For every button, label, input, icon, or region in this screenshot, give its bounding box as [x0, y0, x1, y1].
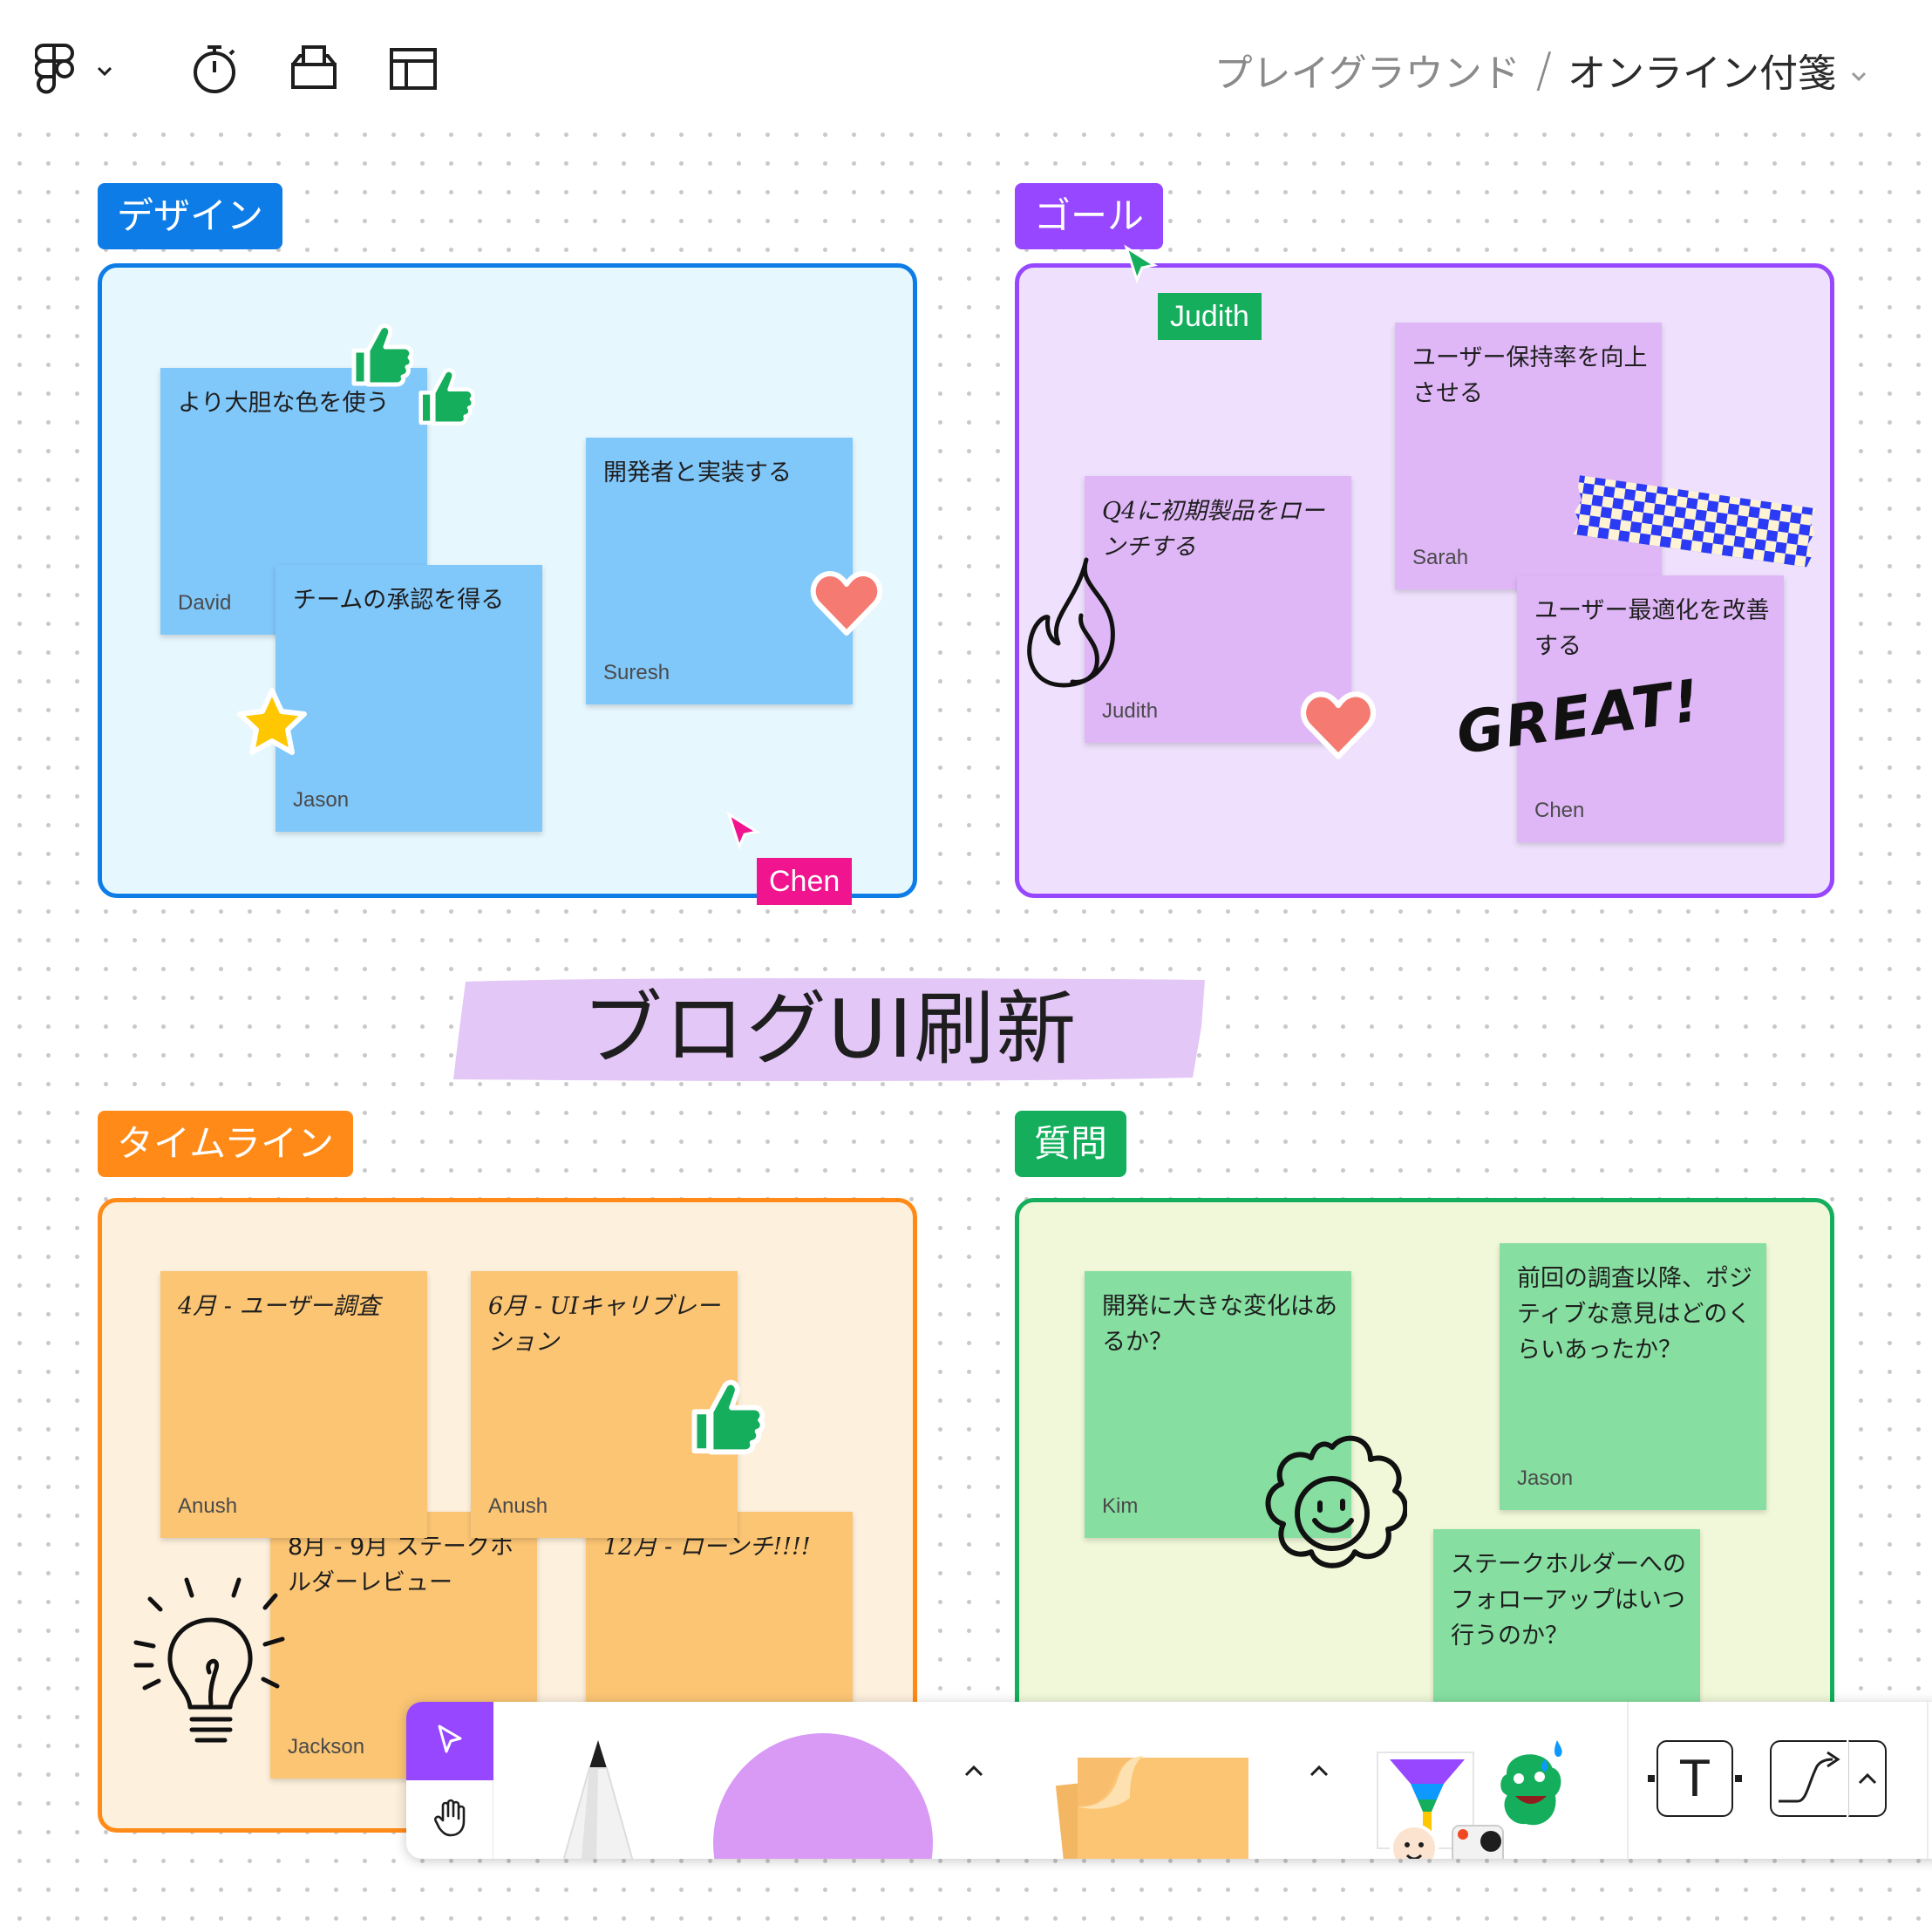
- sticky-note-author: Kim: [1102, 1494, 1139, 1518]
- cursor-arrow-icon: [1123, 244, 1158, 291]
- selection-handle-icon: [1648, 1775, 1655, 1782]
- heart-icon[interactable]: [1299, 689, 1378, 765]
- chevron-down-icon[interactable]: [96, 65, 113, 81]
- sticky-note-text: 前回の調査以降、ポジティブな意見はどのくらいあったか？: [1517, 1265, 1752, 1364]
- thumbs-up-icon[interactable]: [342, 316, 418, 396]
- sticky-note-text: ユーザー最適化を改善する: [1534, 597, 1770, 660]
- cursor-label-chen: Chen: [757, 858, 853, 905]
- file-name[interactable]: オンライン付箋: [1568, 51, 1836, 96]
- fire-icon[interactable]: [1025, 554, 1135, 697]
- text-tool-glyph: T: [1678, 1749, 1711, 1807]
- sticky-note-author: Anush: [178, 1494, 238, 1518]
- toolbar-divider: [1627, 1702, 1629, 1859]
- sticky-note-text: ユーザー保持率を向上させる: [1412, 344, 1648, 407]
- sticky-note-text: チームの承認を得る: [293, 587, 505, 614]
- figma-logo-icon[interactable]: [34, 44, 77, 98]
- sticky-note-author: Suresh: [603, 661, 670, 684]
- text-tool[interactable]: T: [1656, 1740, 1733, 1817]
- sticky-note-text: ステークホルダーへのフォローアップはいつ行うのか？: [1451, 1551, 1686, 1650]
- chevron-up-icon[interactable]: [1308, 1763, 1330, 1782]
- sticky-note[interactable]: ユーザー保持率を向上させる Sarah: [1395, 323, 1662, 589]
- navigation-tools: [406, 1702, 493, 1859]
- project-name[interactable]: プレイグラウンド: [1214, 51, 1520, 96]
- chevron-down-icon[interactable]: [1850, 48, 1867, 92]
- sticky-note-tool[interactable]: [1034, 1728, 1296, 1859]
- heart-icon[interactable]: [809, 568, 884, 642]
- select-tool[interactable]: [406, 1702, 493, 1780]
- connector-tool[interactable]: [1770, 1740, 1847, 1817]
- section-label-questions[interactable]: 質問: [1015, 1111, 1127, 1177]
- sticky-note[interactable]: 6月 - UIキャリブレーション Anush: [471, 1271, 738, 1538]
- timer-icon[interactable]: [190, 44, 239, 98]
- thumbs-up-icon[interactable]: [680, 1371, 771, 1465]
- sticky-note[interactable]: チームの承認を得る Jason: [276, 565, 542, 832]
- hand-tool[interactable]: [406, 1780, 493, 1859]
- sticky-note-text: 開発に大きな変化はあるか？: [1102, 1293, 1337, 1356]
- sticky-note-text: 6月 - UIキャリブレーション: [488, 1293, 720, 1356]
- sticky-note[interactable]: 開発に大きな変化はあるか？ Kim: [1085, 1271, 1351, 1538]
- sticky-note[interactable]: 前回の調査以降、ポジティブな意見はどのくらいあったか？ Jason: [1500, 1243, 1766, 1510]
- sticky-note-text: より大胆な色を使う: [178, 390, 390, 417]
- sticky-note-author: Chen: [1534, 799, 1585, 822]
- sticky-note[interactable]: ユーザー最適化を改善する Chen: [1517, 575, 1784, 842]
- breadcrumb: プレイグラウンド / オンライン付箋: [1214, 42, 1867, 98]
- section-label-timeline[interactable]: タイムライン: [98, 1111, 354, 1177]
- sticky-note-author: Jason: [1517, 1466, 1574, 1490]
- hand-icon: [432, 1799, 467, 1840]
- cursor-arrow-icon: [435, 1723, 465, 1759]
- thumbs-up-icon[interactable]: [410, 361, 480, 434]
- section-label-design[interactable]: デザイン: [98, 183, 283, 249]
- sticky-note-author: Jason: [293, 788, 350, 812]
- stamp-sticker-tool[interactable]: [1374, 1733, 1601, 1859]
- sticky-note-text: Q4に初期製品をローンチする: [1102, 498, 1325, 561]
- sticky-note-text: 4月 - ユーザー調査: [178, 1293, 380, 1320]
- chevron-up-icon[interactable]: [1848, 1740, 1887, 1817]
- cursor-arrow-icon: [725, 811, 760, 858]
- selection-handle-icon: [1735, 1775, 1742, 1782]
- marker-tool[interactable]: [554, 1737, 642, 1859]
- sticky-note-author: Anush: [488, 1494, 548, 1518]
- board-title[interactable]: ブログUI刷新: [446, 975, 1214, 1085]
- ballot-box-icon[interactable]: [289, 44, 338, 94]
- board-title-text: ブログUI刷新: [582, 983, 1078, 1076]
- chevron-up-icon[interactable]: [963, 1763, 985, 1782]
- sticky-note-author: David: [178, 591, 232, 615]
- top-bar: プレイグラウンド / オンライン付箋: [0, 0, 1932, 131]
- sticky-note-text: 開発者と実装する: [603, 459, 792, 486]
- bottom-toolbar: T: [406, 1702, 1932, 1859]
- sticky-note-author: Judith: [1102, 699, 1159, 723]
- sticky-note[interactable]: 開発者と実装する Suresh: [586, 438, 853, 704]
- section-label-goal[interactable]: ゴール: [1015, 183, 1164, 249]
- sticky-note-author: Sarah: [1412, 546, 1469, 569]
- lightbulb-icon[interactable]: [129, 1575, 295, 1758]
- sticky-note-author: Jackson: [288, 1735, 365, 1759]
- cursor-label-judith: Judith: [1158, 293, 1262, 340]
- layout-icon[interactable]: [389, 47, 438, 94]
- breadcrumb-separator: /: [1535, 42, 1552, 98]
- shape-tool[interactable]: [713, 1733, 933, 1859]
- sticky-note-text: 8月 - 9月 ステークホルダーレビュー: [288, 1534, 514, 1596]
- smiley-flower-icon[interactable]: [1259, 1430, 1409, 1599]
- sticky-note-text: 12月 - ローンチ!!!!: [603, 1534, 811, 1561]
- toolbar-divider: [1927, 1702, 1929, 1859]
- checkered-tape-sticker[interactable]: [1566, 471, 1822, 571]
- sticky-note[interactable]: 4月 - ユーザー調査 Anush: [160, 1271, 427, 1538]
- star-icon[interactable]: [234, 685, 310, 765]
